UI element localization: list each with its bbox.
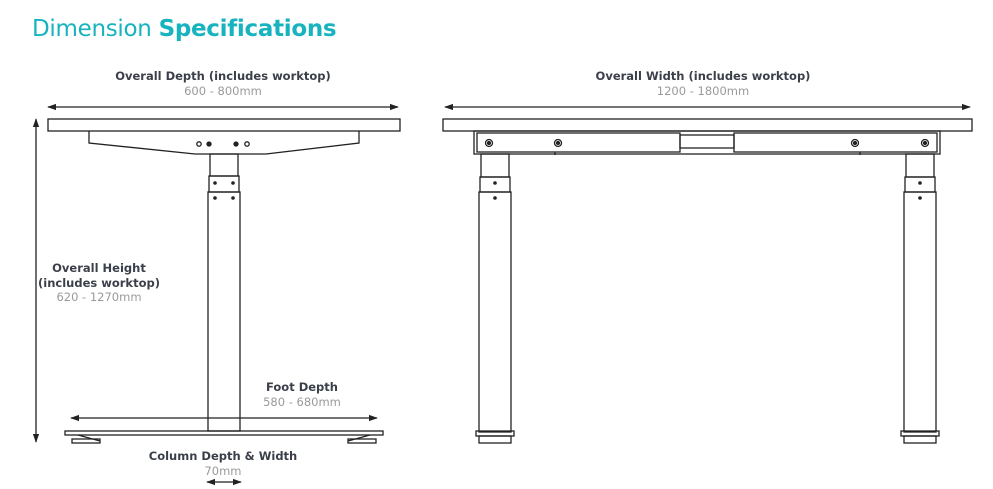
front-leg-left	[475, 153, 515, 444]
frame-beam-right	[733, 132, 938, 153]
front-worktop	[442, 118, 973, 132]
overall-height-value: 620 - 1270mm	[56, 290, 142, 304]
side-column-upper	[209, 153, 239, 177]
foot-depth-value: 580 - 680mm	[263, 394, 341, 409]
overall-height-title: Overall Height	[52, 261, 146, 275]
foot-depth-label: Foot Depth 580 - 680mm	[263, 380, 341, 409]
overall-depth-title: Overall Depth (includes worktop)	[115, 69, 331, 83]
side-worktop	[47, 118, 401, 132]
frame-beam-left	[476, 132, 681, 153]
overall-height-label: Overall Height (includes worktop) 620 - …	[38, 261, 160, 305]
foot-glide-left	[71, 438, 101, 444]
title-bold: Specifications	[158, 16, 337, 42]
front-leg-right	[900, 153, 940, 444]
page-title: Dimension Specifications	[32, 16, 337, 42]
side-view-drawing	[32, 103, 401, 486]
overall-depth-label: Overall Depth (includes worktop) 600 - 8…	[115, 69, 331, 98]
column-size-label: Column Depth & Width 70mm	[149, 449, 297, 478]
foot-glide-right	[347, 438, 377, 444]
overall-width-title: Overall Width (includes worktop)	[595, 69, 811, 83]
frame-beam-center	[679, 134, 735, 149]
column-size-title: Column Depth & Width	[148, 449, 298, 463]
side-foot	[64, 430, 384, 436]
bracket-holes	[196, 141, 250, 147]
column-size-value: 70mm	[204, 463, 242, 478]
side-bracket	[88, 131, 360, 155]
title-light: Dimension	[32, 16, 152, 42]
foot-depth-title: Foot Depth	[266, 380, 338, 394]
side-column-middle	[208, 175, 240, 193]
overall-width-value: 1200 - 1800mm	[656, 83, 750, 98]
overall-height-subtitle: (includes worktop)	[38, 275, 160, 290]
overall-width-label: Overall Width (includes worktop) 1200 - …	[596, 69, 811, 98]
front-view-drawing	[442, 103, 973, 444]
front-frame	[473, 130, 941, 155]
frame-bolts	[484, 138, 930, 148]
side-column-lower	[207, 191, 241, 432]
overall-depth-value: 600 - 800mm	[184, 83, 262, 98]
